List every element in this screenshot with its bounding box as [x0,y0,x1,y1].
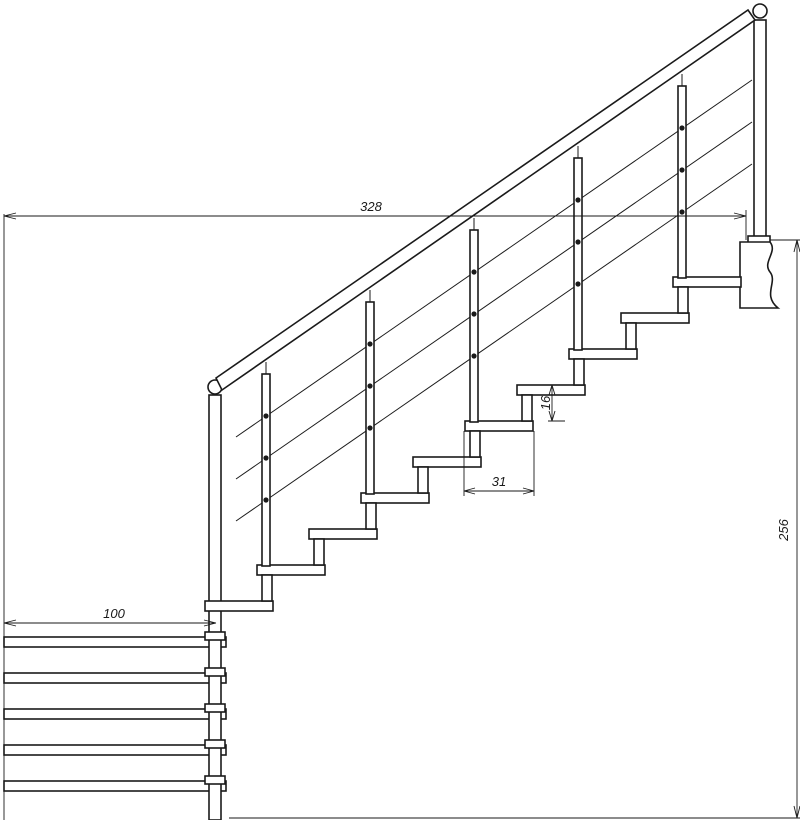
handrail-bar [214,8,757,392]
dimension-tread-depth: 31 [463,431,535,496]
baluster-4 [573,146,583,351]
spacer-5 [469,430,481,458]
total-length-label: 328 [360,199,382,214]
tread-8 [568,348,638,360]
upper-floor-slab [739,241,781,309]
spacer-8 [625,322,637,350]
infill-rod-2 [235,121,753,480]
tread-5 [412,456,482,468]
tread-6 [464,420,534,432]
landing-rail-4 [3,744,227,756]
total-height-label: 256 [776,518,791,541]
tread-3 [308,528,378,540]
tread-9 [620,312,690,324]
balusters [261,74,687,567]
spacer-7 [573,358,585,386]
post-collar-2 [204,667,226,677]
spacer-9 [677,286,689,314]
post-collar-1 [204,631,226,641]
dimension-total-length: 328 [3,199,747,820]
handrail [214,8,757,392]
post-collar-3 [204,703,226,713]
infill-rods [235,79,753,522]
stair-treads [204,276,742,612]
spacer-6 [521,394,533,422]
spacer-3 [365,502,377,530]
infill-rod-1 [235,79,753,438]
landing-rail-2 [3,672,227,684]
top-post-ball [752,3,768,19]
baluster-3 [469,218,479,423]
baluster-5 [677,74,687,279]
tread-7 [516,384,586,396]
post-collar-5 [204,775,226,785]
baluster-1 [261,362,271,567]
tread-2 [256,564,326,576]
tread-depth-label: 31 [492,474,506,489]
baluster-2 [365,290,375,495]
post-collar-4 [204,739,226,749]
top-post-shaft [753,19,767,243]
landing-rail-5 [3,780,227,792]
riser-height-label: 16 [538,395,553,410]
tread-10 [672,276,742,288]
landing-guard-rails [3,636,227,792]
infill-rod-3 [235,163,753,522]
dimension-landing-width: 100 [3,606,217,627]
landing-rail-1 [3,636,227,648]
landing-width-label: 100 [103,606,125,621]
spacer-4 [417,466,429,494]
top-newel-post [747,3,771,245]
stringer-spacers [261,286,689,602]
spacer-1 [261,574,273,602]
spacer-2 [313,538,325,566]
tread-1 [204,600,274,612]
tread-4 [360,492,430,504]
landing-rail-3 [3,708,227,720]
dimension-riser-height: 16 [538,384,565,422]
